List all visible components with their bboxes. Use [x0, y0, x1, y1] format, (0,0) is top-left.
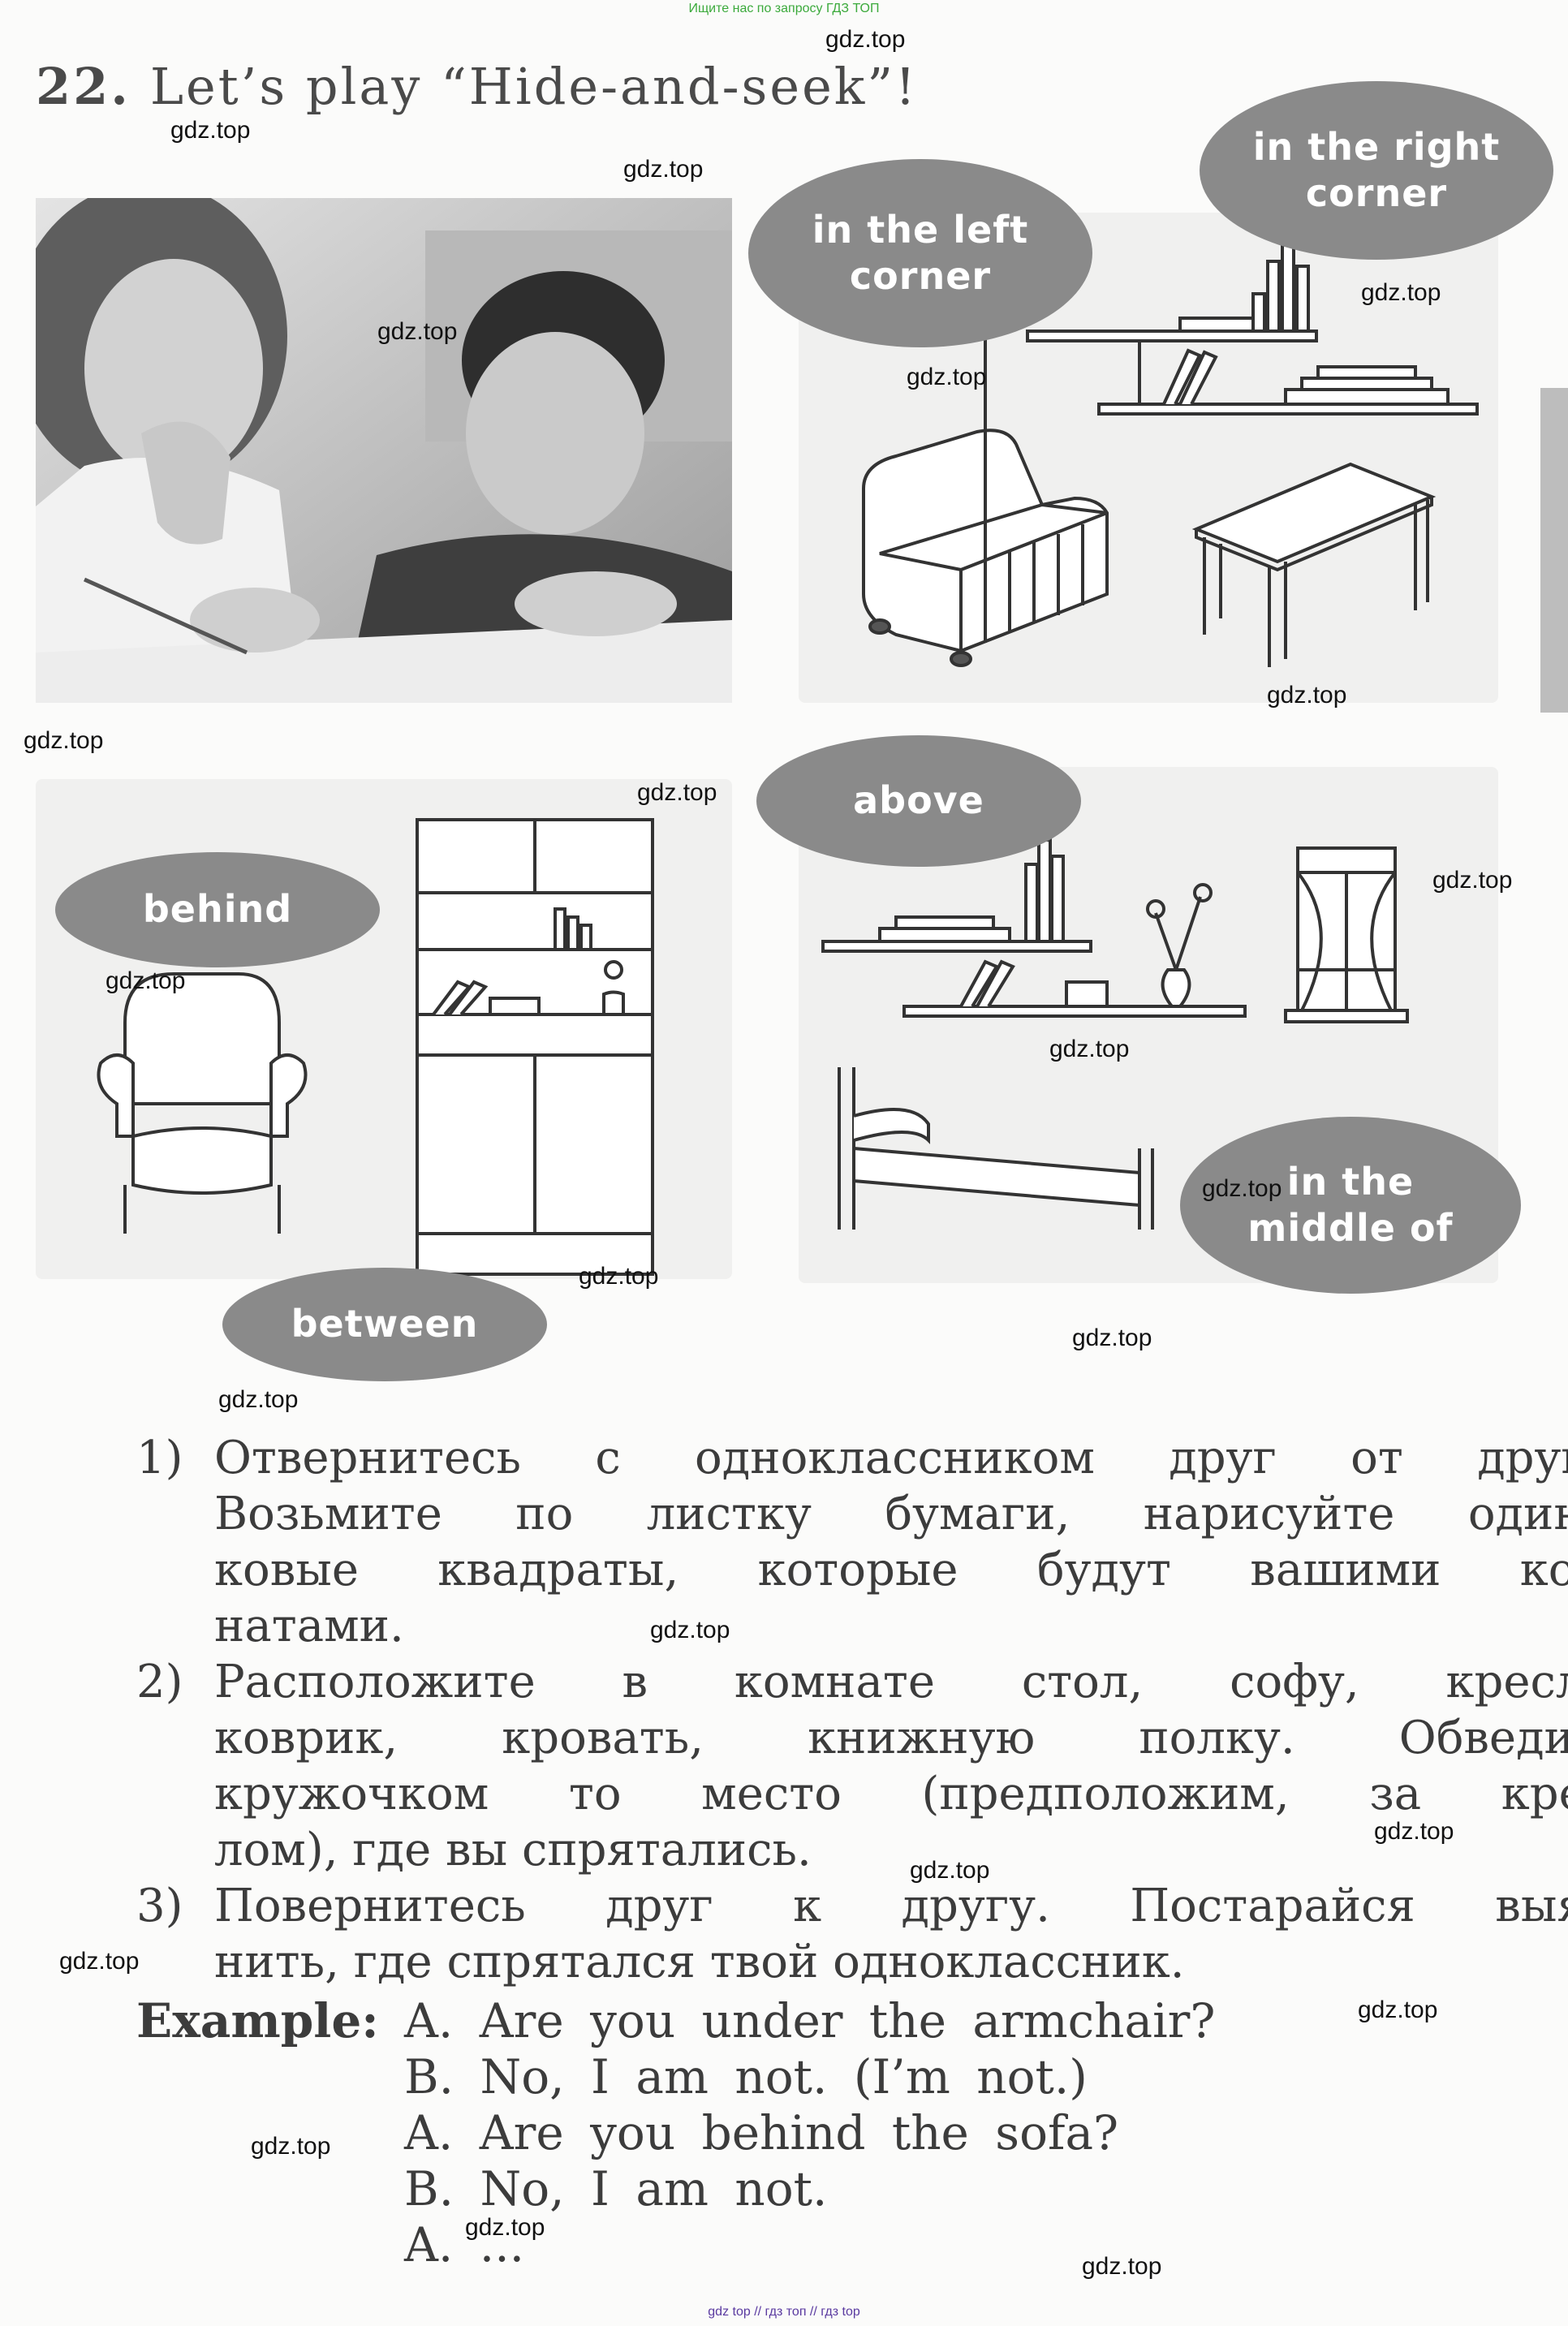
example-line: A. Are you under the armchair? — [404, 1993, 1216, 2048]
watermark: gdz.top — [907, 364, 987, 390]
instruction-line: кружочком то место (предположим, за крес… — [214, 1768, 1568, 1820]
wall-shelves-illustration — [821, 838, 1247, 1018]
watermark: gdz.top — [650, 1617, 730, 1643]
instruction-number: 3) — [136, 1880, 183, 1932]
cupboard-illustration — [416, 818, 654, 1276]
armchair-illustration — [97, 972, 308, 1234]
instruction-number: 1) — [136, 1432, 183, 1484]
watermark: gdz.top — [59, 1948, 140, 1975]
example-line: A. Are you behind the sofa? — [404, 2105, 1119, 2160]
instruction-line: натами. — [214, 1600, 404, 1652]
watermark: gdz.top — [1432, 867, 1513, 894]
bubble-between: between — [222, 1268, 547, 1381]
instruction-line: Возьмите по листку бумаги, нарисуйте оди… — [214, 1488, 1568, 1540]
instruction-number: 2) — [136, 1656, 183, 1708]
example-line: B. No, I am not. — [404, 2161, 828, 2216]
example-line: A. ... — [404, 2217, 525, 2272]
watermark: gdz.top — [465, 2214, 545, 2241]
instruction-line: ковые квадраты, которые будут вашими ком… — [214, 1544, 1568, 1596]
watermark: gdz.top — [1374, 1818, 1454, 1845]
sofa-illustration — [862, 213, 1109, 667]
instruction-line: Расположите в комнате стол, софу, кресло… — [214, 1656, 1568, 1708]
instruction-line: Повернитесь друг к другу. Постарайся выя… — [214, 1880, 1568, 1932]
exercise-number: 22. — [36, 57, 131, 116]
watermark: gdz.top — [623, 156, 704, 183]
top-banner: Ищите нас по запросу ГДЗ ТОП — [688, 2, 880, 15]
window-illustration — [1284, 846, 1409, 1023]
watermark: gdz.top — [251, 2133, 331, 2160]
watermark: gdz.top — [1202, 1175, 1282, 1202]
exercise-heading: Let’s play “Hide-and-seek”! — [149, 57, 918, 116]
watermark: gdz.top — [1267, 682, 1347, 709]
watermark: gdz.top — [170, 117, 251, 144]
watermark: gdz.top — [106, 967, 186, 994]
instruction-line: лом), где вы спрятались. — [214, 1824, 812, 1876]
example-line: B. No, I am not. (I’m not.) — [404, 2049, 1088, 2104]
instruction-line: Отвернитесь с одноклассником друг от дру… — [214, 1432, 1568, 1484]
bubble-above: above — [756, 735, 1081, 867]
bubble-behind: behind — [55, 852, 380, 967]
watermark: gdz.top — [1072, 1325, 1152, 1351]
example-label: Example: — [136, 1993, 379, 2048]
watermark: gdz.top — [377, 318, 458, 345]
table-illustration — [1191, 462, 1437, 667]
watermark: gdz.top — [910, 1857, 990, 1884]
bubble-in-the-left-corner: in the left corner — [748, 159, 1092, 347]
instruction-line: коврик, кровать, книжную полку. Обведите — [214, 1712, 1568, 1764]
watermark: gdz.top — [1049, 1036, 1130, 1062]
exercise-title: 22. Let’s play “Hide-and-seek”! — [36, 57, 918, 116]
panel-behind-between — [36, 779, 732, 1279]
page-side-tab — [1540, 388, 1568, 713]
watermark: gdz.top — [1082, 2253, 1162, 2280]
watermark: gdz.top — [218, 1386, 299, 1413]
watermark: gdz.top — [637, 779, 717, 806]
watermark: gdz.top — [1361, 279, 1441, 306]
instruction-line: нить, где спрятался твой одноклассник. — [214, 1936, 1185, 1988]
watermark: gdz.top — [1358, 1996, 1438, 2023]
watermark: gdz.top — [24, 727, 104, 754]
bed-illustration — [838, 1067, 1154, 1230]
watermark: gdz.top — [579, 1263, 659, 1290]
watermark: gdz.top — [825, 26, 906, 53]
bubble-in-the-middle-of: in the middle of — [1180, 1117, 1521, 1294]
bottom-banner: gdz top // гдз топ // гдз top — [708, 2305, 860, 2319]
shelf-illustration — [1026, 243, 1479, 416]
bubble-in-the-right-corner: in the right corner — [1200, 81, 1553, 260]
children-photo — [36, 198, 732, 703]
